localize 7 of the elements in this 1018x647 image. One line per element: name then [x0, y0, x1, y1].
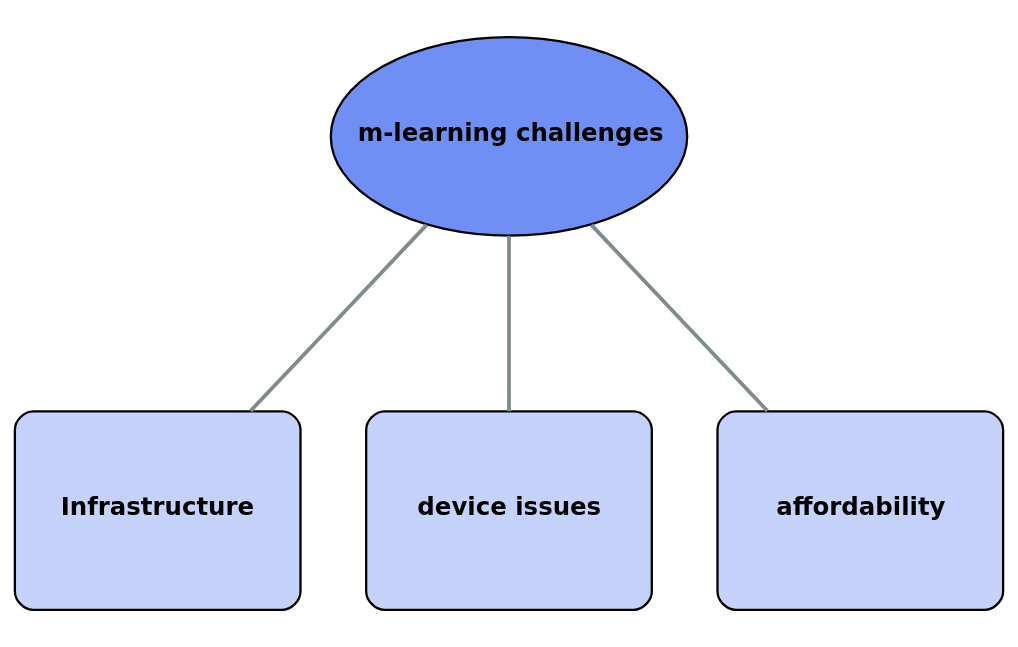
node-box: Infrastructure: [13, 410, 302, 612]
node-box: affordability: [716, 410, 1005, 612]
connector: [507, 235, 511, 412]
node-box: device issues: [365, 410, 653, 612]
connector: [589, 223, 769, 413]
connector: [249, 223, 429, 413]
node-ellipse: m-learning challenges: [329, 35, 689, 237]
